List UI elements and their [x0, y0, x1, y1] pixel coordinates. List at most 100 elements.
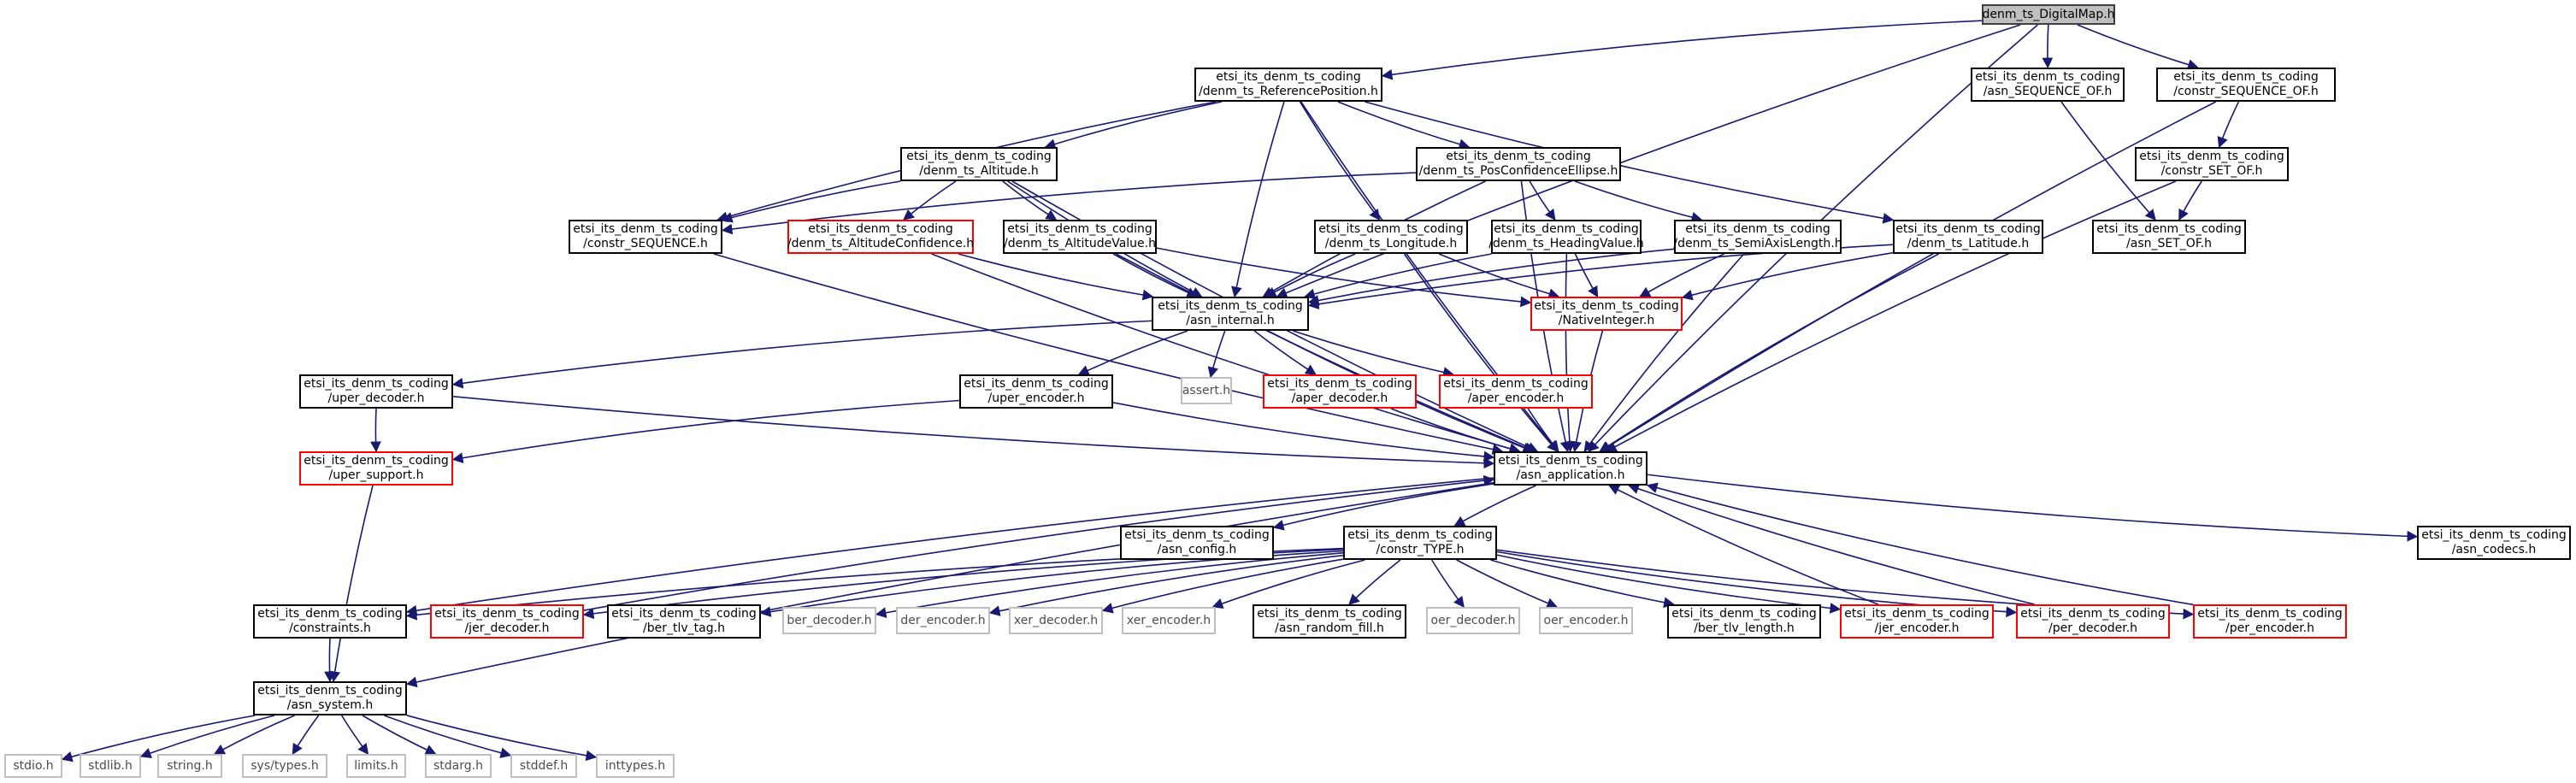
edge-perdec-to-asnapp — [1628, 483, 2035, 605]
node-aperenc[interactable]: etsi_its_denm_ts_coding/aper_encoder.h — [1439, 374, 1593, 409]
node-asncodecs[interactable]: etsi_its_denm_ts_coding/asn_codecs.h — [2417, 526, 2571, 560]
node-label-line: /uper_support.h — [328, 468, 424, 482]
edge-upersupport-to-asnsystem — [329, 485, 374, 683]
edge-refpos-to-posconf — [1337, 101, 1471, 150]
edge-asnsystem-to-stddef — [384, 715, 512, 758]
node-oerdec[interactable]: oer_decoder.h — [1426, 607, 1520, 634]
node-bertlvtag[interactable]: etsi_its_denm_ts_coding/ber_tlv_tag.h — [607, 604, 761, 639]
edge-asninternal-to-uperdec — [451, 320, 1152, 389]
node-semiaxis[interactable]: etsi_its_denm_ts_coding/denm_ts_SemiAxis… — [1673, 220, 1842, 254]
node-aperdec[interactable]: etsi_its_denm_ts_coding/aper_decoder.h — [1263, 374, 1417, 409]
edge-posconf-to-semiaxis — [1574, 180, 1703, 223]
node-oerenc[interactable]: oer_encoder.h — [1539, 607, 1633, 634]
node-label-line: etsi_its_denm_ts_coding — [304, 454, 449, 468]
node-derenc[interactable]: der_encoder.h — [896, 607, 990, 634]
node-label-line: etsi_its_denm_ts_coding — [1498, 454, 1643, 468]
edge-latitude-to-nativeint — [1681, 251, 1894, 301]
node-refpos[interactable]: etsi_its_denm_ts_coding/denm_ts_Referenc… — [1194, 68, 1382, 102]
node-setof[interactable]: etsi_its_denm_ts_coding/asn_SET_OF.h — [2092, 220, 2246, 254]
node-label-line: /constraints.h — [289, 621, 371, 635]
node-upersupport[interactable]: etsi_its_denm_ts_coding/uper_support.h — [299, 451, 453, 486]
node-altconf[interactable]: etsi_its_denm_ts_coding/denm_ts_Altitude… — [787, 220, 974, 254]
node-xerdec[interactable]: xer_decoder.h — [1009, 607, 1103, 634]
node-stdio[interactable]: stdio.h — [4, 754, 62, 778]
node-latitude[interactable]: etsi_its_denm_ts_coding/denm_ts_Latitude… — [1893, 220, 2043, 254]
node-label-line: etsi_its_denm_ts_coding — [1443, 377, 1589, 391]
node-jerdec[interactable]: etsi_its_denm_ts_coding/jer_decoder.h — [430, 604, 584, 639]
node-csetof[interactable]: etsi_its_denm_ts_coding/constr_SET_OF.h — [2135, 147, 2289, 181]
edge-cseq-to-asnapp — [713, 253, 1504, 455]
edge-constrtype-to-xerenc — [1211, 559, 1365, 609]
edge-root-to-cseqof — [2077, 24, 2199, 70]
node-stddef[interactable]: stddef.h — [510, 754, 577, 778]
node-label-line: limits.h — [354, 758, 398, 773]
node-constrtype[interactable]: etsi_its_denm_ts_coding/constr_TYPE.h — [1343, 526, 1497, 560]
edge-jerenc-to-asnapp — [1608, 485, 1879, 605]
node-randomfill[interactable]: etsi_its_denm_ts_coding/asn_random_fill.… — [1253, 604, 1406, 639]
node-jerenc[interactable]: etsi_its_denm_ts_coding/jer_encoder.h — [1840, 604, 1994, 639]
node-limits[interactable]: limits.h — [346, 754, 406, 778]
edge-latitude-to-asnapp — [1599, 253, 1940, 452]
node-label-line: etsi_its_denm_ts_coding — [611, 607, 757, 621]
node-string[interactable]: string.h — [157, 754, 222, 778]
edge-uperenc-to-asnapp — [1112, 402, 1495, 462]
node-inttypes[interactable]: inttypes.h — [596, 754, 675, 778]
node-systypes[interactable]: sys/types.h — [242, 754, 327, 778]
edge-heading-to-asnapp — [1564, 253, 1576, 453]
node-label-line: /NativeInteger.h — [1558, 314, 1655, 327]
node-label-line: /per_encoder.h — [2225, 621, 2314, 635]
node-assert[interactable]: assert.h — [1181, 377, 1232, 404]
node-label-line: /denm_ts_PosConfidenceEllipse.h — [1418, 164, 1618, 178]
edge-asnsystem-to-stdio — [61, 715, 256, 762]
node-label-line: etsi_its_denm_ts_coding — [1685, 222, 1830, 236]
node-label-line: /asn_application.h — [1516, 468, 1625, 482]
node-uperdec[interactable]: etsi_its_denm_ts_coding/uper_decoder.h — [299, 374, 453, 409]
node-uperenc[interactable]: etsi_its_denm_ts_coding/uper_encoder.h — [959, 374, 1113, 409]
edge-altval-to-asninternal — [1112, 253, 1199, 298]
edge-asnsystem-to-stdarg — [362, 715, 437, 755]
edge-constrtype-to-derenc — [988, 554, 1344, 616]
node-asnsystem[interactable]: etsi_its_denm_ts_coding/asn_system.h — [253, 681, 407, 715]
node-heading[interactable]: etsi_its_denm_ts_coding/denm_ts_HeadingV… — [1488, 220, 1644, 254]
node-root[interactable]: denm_ts_DigitalMap.h — [1982, 4, 2115, 25]
node-altval[interactable]: etsi_its_denm_ts_coding/denm_ts_Altitude… — [1003, 220, 1157, 254]
node-nativeint[interactable]: etsi_its_denm_ts_coding/NativeInteger.h — [1530, 297, 1683, 331]
node-asnconfig[interactable]: etsi_its_denm_ts_coding/asn_config.h — [1120, 526, 1274, 560]
node-cseq[interactable]: etsi_its_denm_ts_coding/constr_SEQUENCE.… — [569, 220, 722, 254]
node-asnapp[interactable]: etsi_its_denm_ts_coding/asn_application.… — [1494, 451, 1648, 486]
node-asninternal[interactable]: etsi_its_denm_ts_coding/asn_internal.h — [1152, 297, 1309, 331]
node-label-line: /asn_config.h — [1157, 543, 1237, 556]
node-altitude[interactable]: etsi_its_denm_ts_coding/denm_ts_Altitude… — [900, 147, 1058, 181]
node-label-line: etsi_its_denm_ts_coding — [1318, 222, 1464, 236]
edge-uperdec-to-asnapp — [452, 396, 1495, 469]
node-berdec[interactable]: ber_decoder.h — [782, 607, 876, 634]
node-perenc[interactable]: etsi_its_denm_ts_coding/per_encoder.h — [2193, 604, 2347, 639]
node-stdlib[interactable]: stdlib.h — [80, 754, 141, 778]
node-label-line: denm_ts_DigitalMap.h — [1982, 7, 2115, 21]
node-label-line: /per_decoder.h — [2048, 621, 2138, 635]
node-label-line: /constr_SET_OF.h — [2160, 164, 2263, 178]
edge-altval-to-nativeint — [1156, 247, 1532, 308]
node-perdec[interactable]: etsi_its_denm_ts_coding/per_decoder.h — [2016, 604, 2170, 639]
edge-asninternal-to-aperenc — [1293, 330, 1454, 378]
edge-aperdec-to-asnapp — [1390, 408, 1521, 455]
node-label-line: etsi_its_denm_ts_coding — [906, 150, 1052, 163]
node-seqof[interactable]: etsi_its_denm_ts_coding/asn_SEQUENCE_OF.… — [1971, 68, 2125, 102]
node-posconf[interactable]: etsi_its_denm_ts_coding/denm_ts_PosConfi… — [1416, 147, 1621, 181]
node-label-line: stdio.h — [13, 758, 54, 773]
node-cseqof[interactable]: etsi_its_denm_ts_coding/constr_SEQUENCE_… — [2156, 68, 2336, 102]
node-longitude[interactable]: etsi_its_denm_ts_coding/denm_ts_Longitud… — [1314, 220, 1468, 254]
node-label-line: etsi_its_denm_ts_coding — [1895, 222, 2041, 236]
edge-constraints-to-asnsystem — [324, 638, 335, 683]
node-xerenc[interactable]: xer_encoder.h — [1122, 607, 1216, 634]
edge-asnapp-to-asnconfig — [1272, 483, 1494, 531]
node-label-line: etsi_its_denm_ts_coding — [1844, 607, 1989, 621]
node-constraints[interactable]: etsi_its_denm_ts_coding/constraints.h — [253, 604, 407, 639]
node-stdarg[interactable]: stdarg.h — [425, 754, 492, 778]
node-bertlvlen[interactable]: etsi_its_denm_ts_coding/ber_tlv_length.h — [1667, 604, 1821, 639]
edge-heading-to-nativeint — [1574, 253, 1599, 298]
edge-asninternal-to-assert — [1207, 330, 1226, 379]
node-label-line: /denm_ts_ReferencePosition.h — [1199, 85, 1378, 98]
edge-seqof-to-setof — [2060, 101, 2156, 221]
edge-asnsystem-to-inttypes — [406, 715, 598, 762]
